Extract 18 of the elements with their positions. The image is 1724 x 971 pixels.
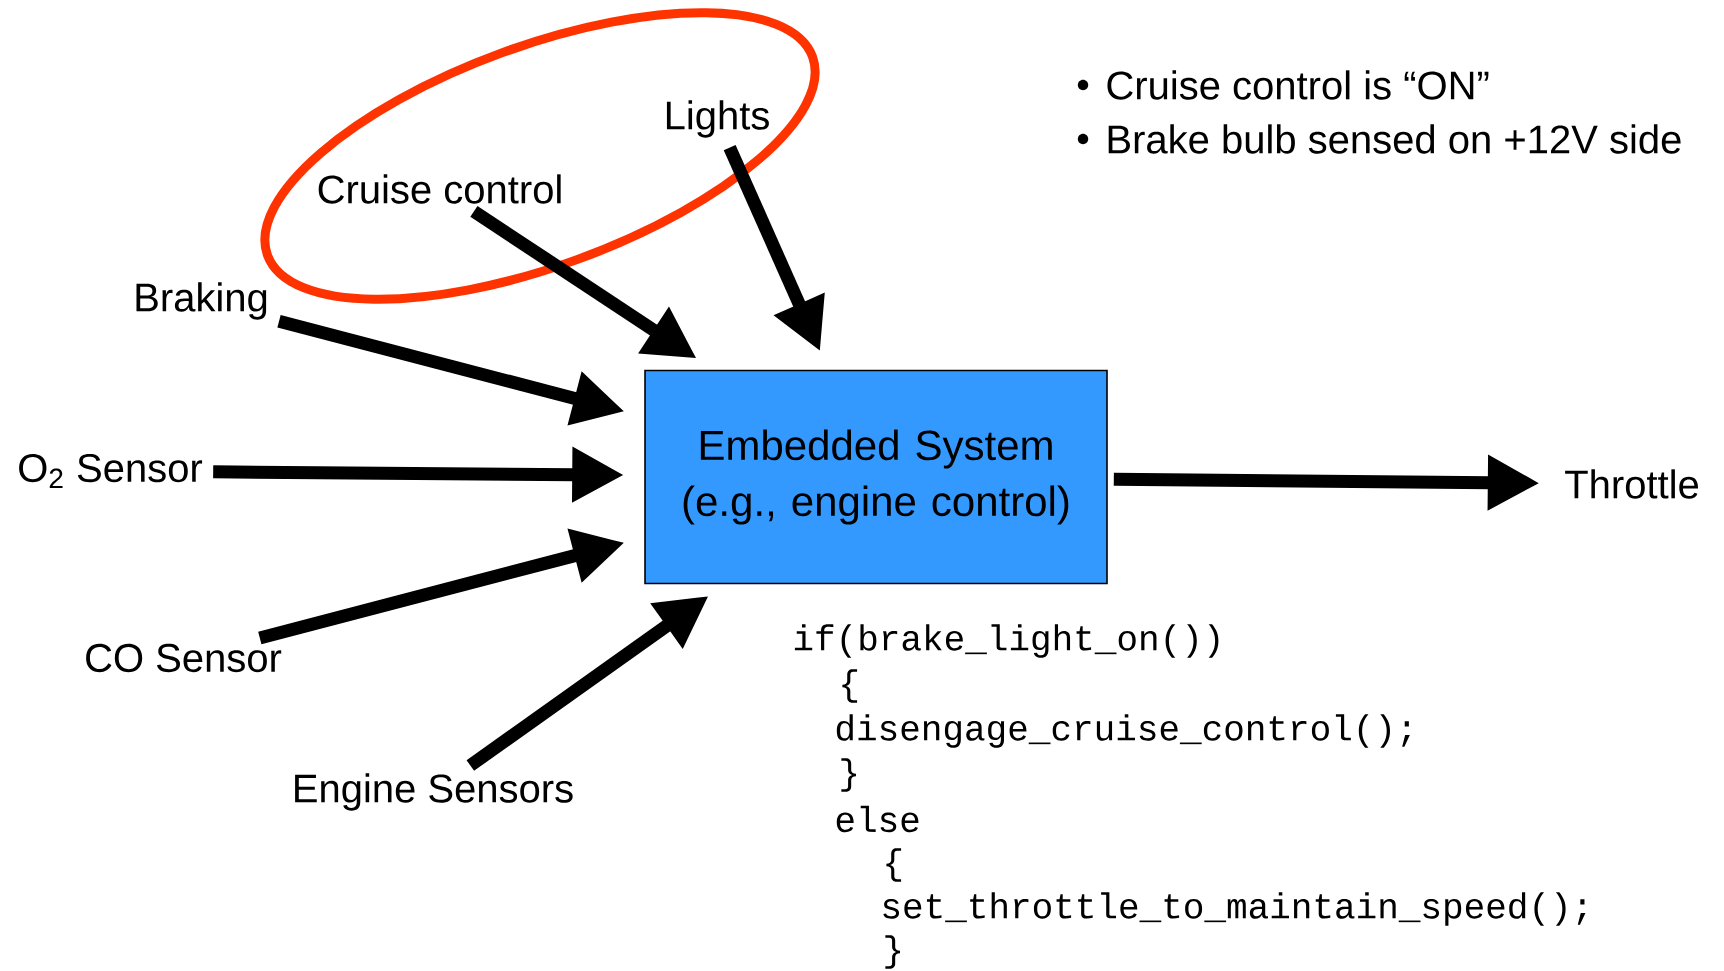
system-box: Embedded System (e.g., engine control) bbox=[644, 369, 1108, 585]
code-line: disengage_cruise_control(); bbox=[836, 714, 1410, 748]
code-line: { bbox=[842, 669, 858, 703]
signal-label: Throttle bbox=[1565, 469, 1698, 499]
code-line: } bbox=[841, 758, 856, 792]
signal-label: Braking bbox=[136, 282, 267, 320]
signal-label: CO Sensor bbox=[86, 643, 282, 673]
signal-label: O$_{2}$ Sensor bbox=[19, 453, 203, 489]
code-line: else bbox=[836, 805, 919, 833]
signal-label: Lights bbox=[666, 100, 769, 138]
note-text: Brake bulb sensed on +12V side bbox=[1108, 124, 1681, 154]
code-line: } bbox=[885, 935, 900, 969]
code-line: set_throttle_to_maintain_speed(); bbox=[883, 892, 1586, 926]
note-text: Cruise control is “ON” bbox=[1107, 70, 1489, 100]
signal-label: Engine Sensors bbox=[295, 773, 573, 811]
signal-label: Cruise control bbox=[318, 174, 561, 204]
code-line: if(brake_light_on()) bbox=[794, 624, 1219, 658]
code-line: { bbox=[886, 848, 902, 882]
